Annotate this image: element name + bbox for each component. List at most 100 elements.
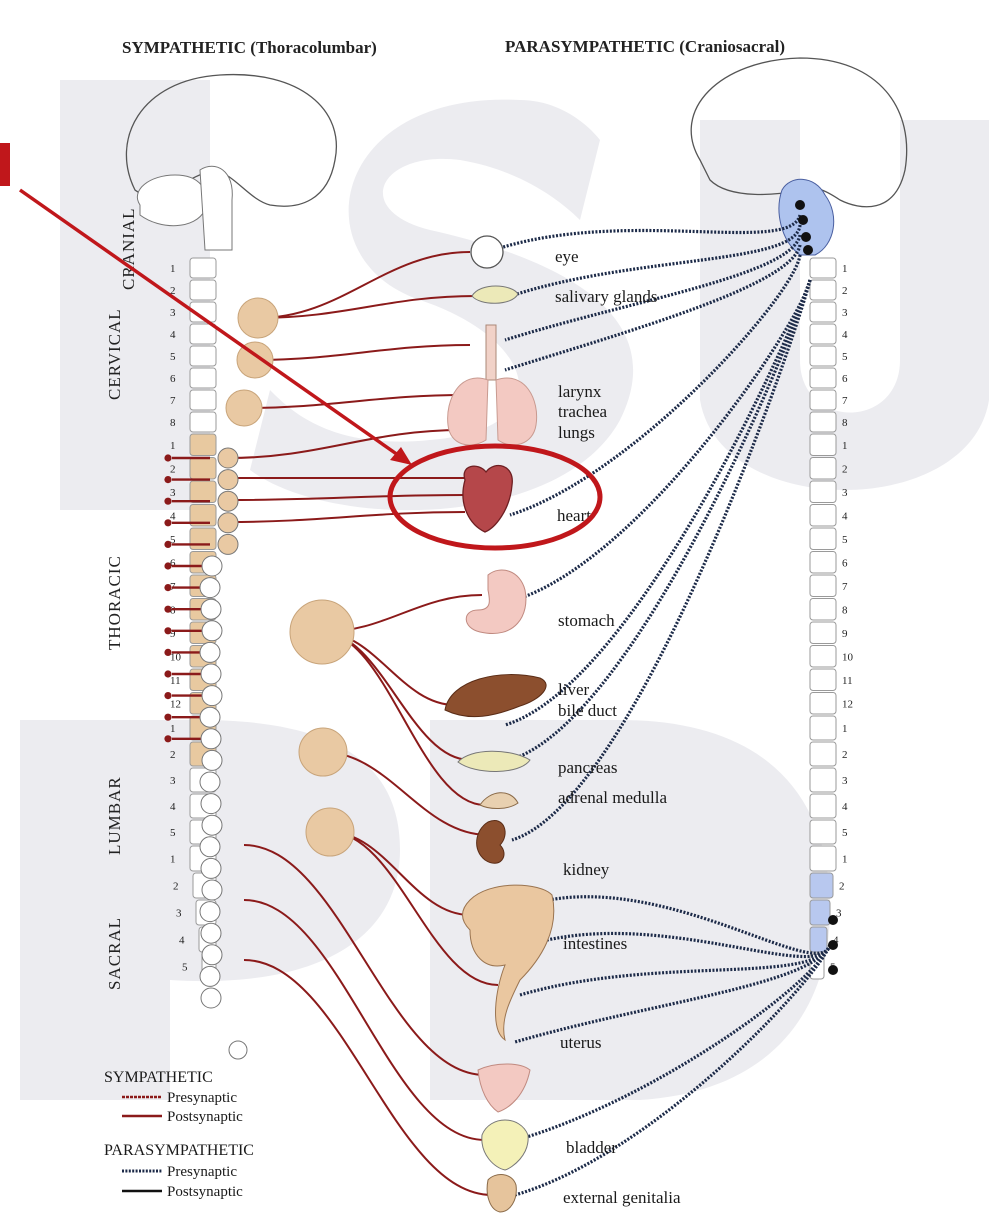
organ-label-stomach: stomach: [558, 611, 615, 630]
left-vertebra-thoracic-3: [190, 481, 216, 503]
left-brainstem: [200, 166, 232, 250]
parasympathetic-nucleus-1: [795, 200, 805, 210]
organ-label-trachea: trachea: [558, 402, 608, 421]
right-vertebra-number-thoracic-7: 7: [842, 581, 848, 593]
chain-ganglion-14: [201, 729, 221, 749]
parasympathetic-nucleus-7: [828, 965, 838, 975]
left-vertebra-cervical-4: [190, 324, 216, 344]
preganglionic-cell-4: [164, 519, 171, 526]
parasympathetic-nucleus-6: [828, 940, 838, 950]
right-vertebra-lumbar-2: [810, 742, 836, 766]
right-vertebra-number-thoracic-9: 9: [842, 628, 848, 640]
chain-ganglion-8: [201, 599, 221, 619]
right-vertebra-thoracic-3: [810, 481, 836, 503]
preganglionic-cell-5: [164, 541, 171, 548]
right-vertebra-thoracic-10: [810, 646, 836, 668]
left-vertebra-thoracic-5: [190, 528, 216, 550]
uterus-organ: [478, 1064, 530, 1112]
sympathetic-fiber-8: [228, 512, 465, 522]
right-vertebra-lumbar-1: [810, 716, 836, 740]
right-vertebra-cervical-1: [810, 258, 836, 278]
stomach-organ: [466, 570, 526, 634]
region-label-cranial: CRANIAL: [119, 207, 138, 290]
preganglionic-cell-1: [164, 454, 171, 461]
chain-ganglion-15: [202, 750, 222, 770]
right-vertebra-number-thoracic-6: 6: [842, 557, 848, 569]
right-vertebra-number-lumbar-1: 1: [842, 723, 848, 735]
right-vertebra-number-thoracic-4: 4: [842, 510, 848, 522]
left-vertebra-number-sacral-1: 1: [170, 854, 176, 866]
right-vertebra-number-cervical-7: 7: [842, 395, 848, 407]
right-vertebra-thoracic-9: [810, 622, 836, 644]
right-vertebra-lumbar-5: [810, 820, 836, 844]
left-vertebra-number-thoracic-11: 11: [170, 675, 181, 687]
right-vertebra-number-sacral-1: 1: [842, 854, 848, 866]
right-vertebra-number-cervical-8: 8: [842, 417, 848, 429]
chain-ganglion-24: [202, 945, 222, 965]
left-vertebra-number-sacral-4: 4: [179, 935, 185, 947]
right-vertebra-thoracic-8: [810, 599, 836, 621]
left-vertebra-number-cervical-7: 7: [170, 395, 176, 407]
left-vertebra-number-sacral-2: 2: [173, 881, 179, 893]
chain-ganglion-17: [201, 794, 221, 814]
chain-ganglion-13: [200, 707, 220, 727]
left-vertebra-cervical-5: [190, 346, 216, 366]
chain-ganglion-18: [202, 815, 222, 835]
right-vertebra-thoracic-11: [810, 669, 836, 691]
preganglionic-cell-6: [164, 562, 171, 569]
left-vertebra-number-thoracic-2: 2: [170, 463, 176, 475]
left-vertebra-number-sacral-3: 3: [176, 908, 182, 920]
left-vertebra-cervical-2: [190, 280, 216, 300]
left-vertebra-number-thoracic-1: 1: [170, 440, 176, 452]
chain-ganglion-2: [218, 470, 238, 490]
right-vertebra-sacral-4: [810, 927, 827, 952]
chain-ganglion-20: [201, 858, 221, 878]
right-vertebra-number-cervical-5: 5: [842, 351, 848, 363]
legend-sympathetic-title: SYMPATHETIC: [104, 1069, 213, 1086]
right-vertebra-thoracic-2: [810, 458, 836, 480]
chain-ganglion-12: [202, 686, 222, 706]
legend-sympathetic-post: Postsynaptic: [167, 1109, 243, 1125]
watermark-letter-i: [60, 80, 210, 510]
left-vertebra-cervical-7: [190, 390, 216, 410]
preganglionic-cell-10: [164, 649, 171, 656]
organ-label-genitalia: external genitalia: [563, 1188, 681, 1207]
left-vertebra-number-lumbar-3: 3: [170, 775, 176, 787]
prevertebral-ganglion-6: [306, 808, 354, 856]
left-vertebra-number-lumbar-2: 2: [170, 749, 176, 761]
right-vertebra-number-lumbar-4: 4: [842, 801, 848, 813]
right-vertebra-thoracic-1: [810, 434, 836, 456]
legend-sympathetic-pre: Presynaptic: [167, 1090, 237, 1106]
left-vertebra-cervical-8: [190, 412, 216, 432]
annotation-marker: [0, 143, 10, 186]
ganglion-impar: [229, 1041, 247, 1059]
right-vertebra-number-sacral-2: 2: [839, 881, 845, 893]
right-vertebra-thoracic-7: [810, 575, 836, 597]
right-vertebra-number-thoracic-8: 8: [842, 604, 848, 616]
organ-label-lungs: lungs: [558, 423, 595, 442]
liver-organ: [445, 675, 546, 717]
chain-ganglion-4: [218, 513, 238, 533]
organ-label-larynx: larynx: [558, 382, 602, 401]
chain-ganglion-21: [202, 880, 222, 900]
right-vertebra-number-thoracic-3: 3: [842, 487, 848, 499]
preganglionic-cell-14: [164, 735, 171, 742]
preganglionic-cell-7: [164, 584, 171, 591]
left-vertebra-number-cervical-8: 8: [170, 417, 176, 429]
right-spinal-column: 123456781234567891011121234512345: [810, 258, 854, 979]
organ-label-bladder: bladder: [566, 1138, 617, 1157]
chain-ganglion-5: [218, 534, 238, 554]
right-vertebra-number-cervical-4: 4: [842, 329, 848, 341]
eye-organ: [471, 236, 503, 268]
right-vertebra-thoracic-12: [810, 693, 836, 715]
right-vertebra-number-lumbar-2: 2: [842, 749, 848, 761]
left-cerebellum: [137, 175, 206, 226]
right-vertebra-number-cervical-2: 2: [842, 285, 848, 297]
left-vertebra-number-lumbar-5: 5: [170, 827, 176, 839]
left-vertebra-thoracic-2: [190, 458, 216, 480]
right-vertebra-cervical-8: [810, 412, 836, 432]
left-vertebra-number-sacral-5: 5: [182, 962, 188, 974]
sympathetic-header: SYMPATHETIC (Thoracolumbar): [122, 38, 377, 57]
right-vertebra-sacral-1: [810, 846, 836, 871]
